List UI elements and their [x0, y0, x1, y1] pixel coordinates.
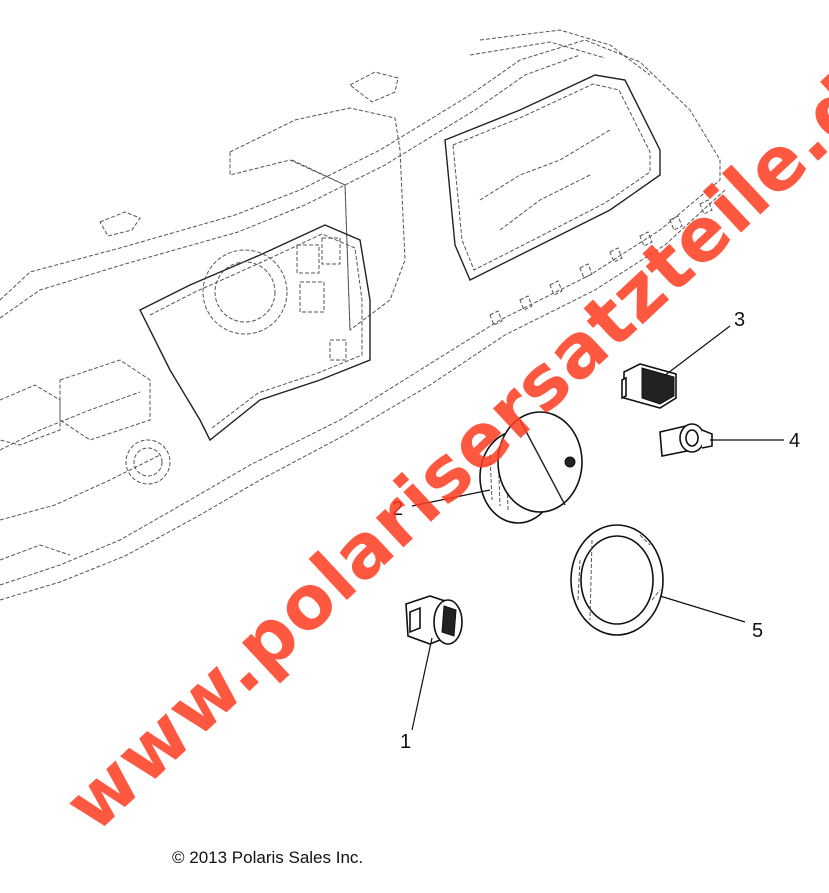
bezel-ring-part: [570, 524, 664, 636]
callout-5: 5: [752, 620, 763, 642]
vent-slots: [489, 199, 713, 326]
gauge-part: [479, 411, 583, 524]
copyright-text: © 2013 Polaris Sales Inc.: [172, 848, 364, 867]
callout-labels: 1 2 3 4 5: [392, 309, 800, 753]
power-outlet-part: [659, 423, 713, 457]
callout-2: 2: [392, 498, 403, 520]
dashboard-assembly: [0, 29, 726, 601]
callout-1: 1: [400, 731, 411, 753]
callout-4: 4: [789, 430, 800, 452]
ignition-switch-part: [405, 595, 463, 645]
leader-lines: [411, 325, 784, 731]
rocker-switch-part: [621, 363, 677, 409]
callout-3: 3: [734, 309, 745, 331]
